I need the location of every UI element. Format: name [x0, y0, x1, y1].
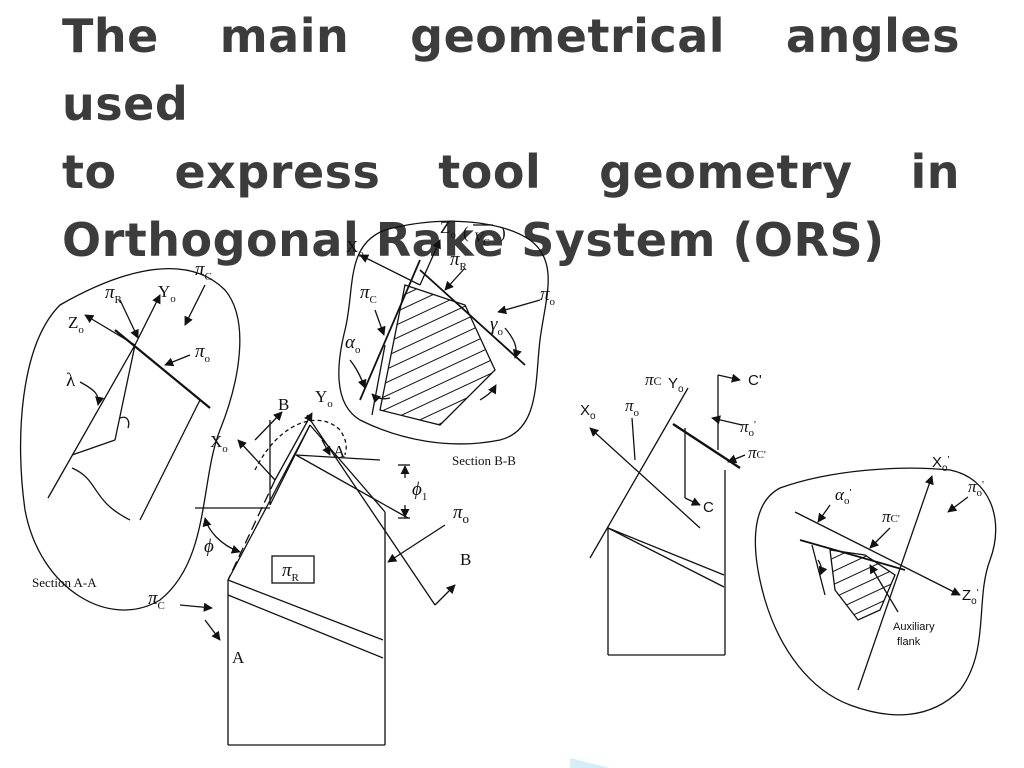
svg-text:B: B [460, 550, 471, 569]
svg-text:Xo: Xo [580, 402, 596, 422]
svg-text:αo: αo [345, 332, 361, 356]
bb-pi-r-arrow [444, 267, 466, 291]
aa-pi-o-line [114, 329, 211, 409]
svg-text:πo: πo [453, 502, 469, 526]
aux-pi-o-arrow [947, 496, 969, 513]
svg-text:πC': πC' [882, 507, 900, 526]
svg-text:): ) [500, 223, 506, 242]
svg-text:πo: πo [540, 284, 556, 308]
auxiliary-section-figure [754, 467, 997, 716]
main-tool-figure [179, 411, 456, 746]
section-bb-caption: Section B-B [452, 453, 516, 468]
svg-text:γo: γo [490, 314, 504, 338]
bb-hatched-area [379, 284, 496, 426]
svg-text:λ: λ [66, 370, 76, 391]
title-line-2: to express tool geometry in [62, 145, 960, 199]
svg-text:Yo: Yo [668, 375, 684, 395]
tool-aa-section [204, 619, 221, 641]
aa-lambda-arrow [79, 381, 105, 406]
svg-text:πC: πC [195, 259, 212, 283]
svg-text:Yo: Yo [315, 387, 333, 410]
aa-pi-o-arrow [164, 354, 191, 367]
aux-alpha-arrow [817, 504, 831, 523]
auxiliary-label: Auxiliary [893, 621, 935, 633]
pi-r-box [271, 555, 315, 584]
bb-pi-c-arrow [374, 309, 386, 336]
svg-text:πo: πo [625, 396, 640, 419]
svg-text:Xo: Xo [210, 432, 228, 455]
aux-x-axis [589, 427, 701, 529]
svg-text:Yo: Yo [158, 282, 176, 305]
section-aa-figure [19, 267, 241, 611]
tool-bb-section [306, 414, 436, 606]
svg-text:(: ( [463, 223, 469, 242]
tool-x-axis [237, 439, 276, 481]
svg-text:Zo: Zo [68, 313, 84, 336]
svg-text:πC: πC [148, 588, 165, 612]
svg-text:πR: πR [450, 249, 468, 273]
svg-text:A: A [232, 648, 245, 667]
svg-text:ϕ: ϕ [204, 536, 214, 557]
svg-text:Zo': Zo' [962, 587, 979, 607]
svg-text:πR: πR [105, 282, 123, 306]
svg-text:A: A [333, 442, 346, 461]
svg-text:πo': πo' [740, 417, 756, 439]
auxiliary-tool-figure [589, 373, 746, 656]
title-line-1: The main geometrical angles used [62, 9, 960, 131]
bb-pi-o-arrow [497, 299, 541, 315]
svg-text:πo: πo [195, 341, 211, 365]
svg-text:C': C' [748, 372, 762, 389]
section-bb-outline [338, 220, 549, 445]
aa-pi-c-arrow [184, 284, 206, 326]
svg-text:πC: πC [645, 370, 662, 389]
auxiliary-tool-labels: Xo πo πC Yo C' πo' πC' C [580, 370, 766, 516]
svg-text:ϕ1: ϕ1 [412, 479, 427, 503]
section-bb-labels: Xo Zo ( VC ) πR πC πo γo αo Section B-B [345, 218, 556, 468]
aa-y-axis [134, 294, 161, 346]
aa-pi-r-arrow [119, 299, 139, 339]
svg-text:VC: VC [474, 230, 490, 249]
svg-text:Xo': Xo' [932, 454, 950, 474]
main-tool-labels: B Yo Xo A ϕ1 πo B ϕ πR πC A [148, 387, 471, 667]
svg-text:πR: πR [282, 560, 300, 584]
section-aa-labels: Zo Yo πR πC πo λ Section A-A [32, 259, 212, 590]
aux-hatched-area [829, 549, 896, 621]
aux-pi-c-arrow [869, 527, 891, 549]
bb-rake-line [419, 269, 526, 366]
bb-flank-line [359, 259, 421, 401]
tool-pi-c-arrow [179, 602, 213, 612]
svg-text:πo': πo' [968, 477, 984, 499]
svg-text:αo': αo' [835, 485, 851, 507]
section-aa-caption: Section A-A [32, 575, 97, 590]
svg-text:B: B [278, 395, 289, 414]
accent-shape [570, 758, 610, 768]
tool-y-axis [274, 412, 313, 481]
svg-text:C: C [703, 499, 714, 516]
flank-label: flank [897, 636, 921, 648]
auxiliary-section-labels: αo' πC' Xo' πo' Zo' Auxiliary flank [835, 454, 984, 648]
auxiliary-section-outline [754, 467, 997, 716]
bb-x-axis [359, 254, 421, 286]
section-aa-outline [19, 267, 241, 611]
svg-text:πC: πC [360, 282, 377, 306]
tool-pi-o-arrow [387, 524, 446, 563]
section-bb-figure [338, 220, 549, 445]
aux-z-prime-axis [794, 511, 961, 596]
bb-z-axis [419, 239, 441, 286]
svg-text:Xo: Xo [346, 237, 364, 260]
aux-x-prime-axis [857, 475, 934, 691]
svg-text:Zo: Zo [440, 218, 456, 241]
aux-flank-arrow [869, 564, 899, 613]
aa-tool-edge [47, 344, 136, 499]
svg-text:πC': πC' [748, 443, 766, 462]
tool-principal-edge [227, 424, 311, 581]
